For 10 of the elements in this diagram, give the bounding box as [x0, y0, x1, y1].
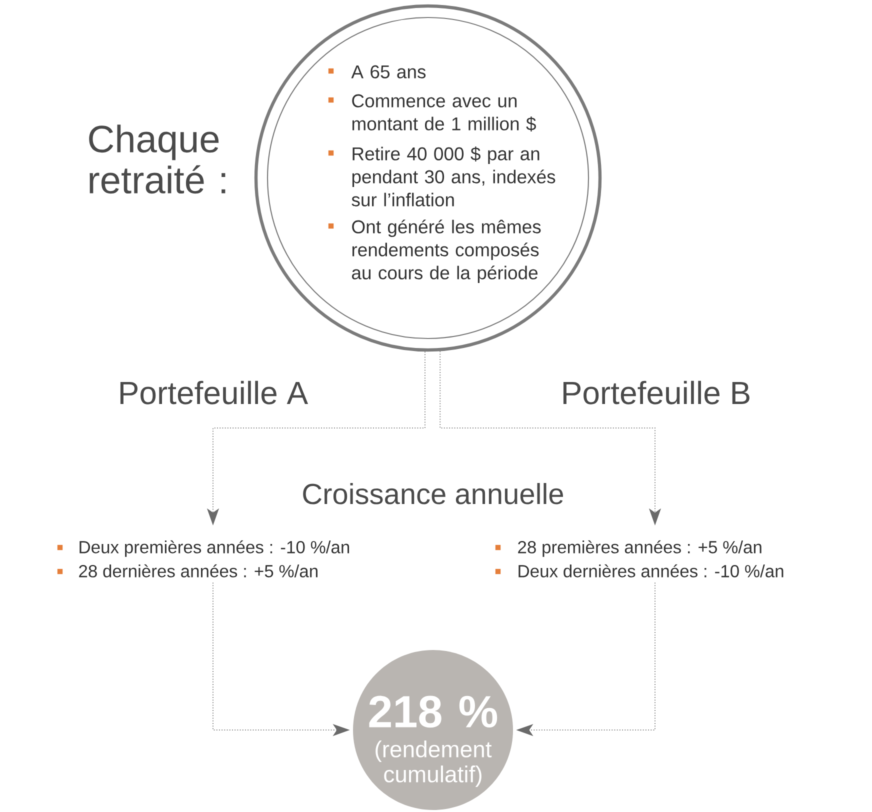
list-item: Retire 40 000 $ par an pendant 30 ans, indexés sur l’inflation	[352, 146, 556, 206]
edge-label: Portefeuille A	[120, 380, 308, 404]
list-text: 28 premières années : +5 %/an Deux dernières années : -10 %/an	[518, 540, 784, 578]
list-item: Ont généré les mêmes rendements composés au cours de la période	[352, 220, 541, 284]
edge-label: Portefeuille B	[563, 380, 750, 404]
list-item: Commence avec un montant de 1 million $	[352, 94, 536, 132]
heading: Croissance annuelle	[303, 483, 564, 504]
list-item: A 65 ans	[351, 65, 426, 78]
side-heading: Chaque retraité :	[89, 124, 226, 194]
list-text: Deux premières années : -10 %/an 28 dernières années : +5 %/an	[79, 540, 350, 578]
